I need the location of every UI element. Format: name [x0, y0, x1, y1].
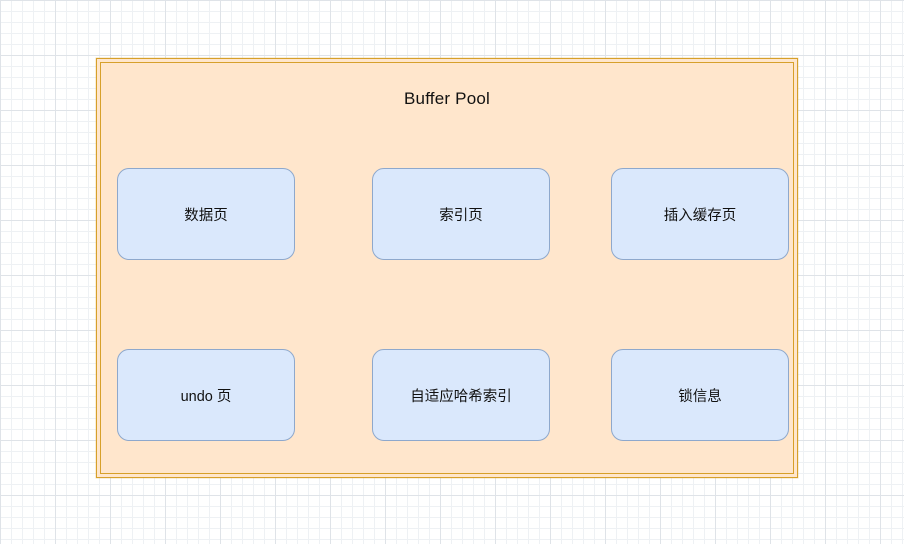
node-data-page[interactable]: 数据页: [117, 168, 295, 260]
node-undo-page-label: undo 页: [180, 388, 232, 405]
node-adaptive-hash-index-label: 自适应哈希索引: [410, 388, 512, 405]
node-index-page[interactable]: 索引页: [372, 168, 550, 260]
buffer-pool-container[interactable]: Buffer Pool 数据页 索引页 插入缓存页 undo 页 自适应哈希索引…: [96, 58, 798, 478]
node-insert-buffer-page[interactable]: 插入缓存页: [611, 168, 789, 260]
buffer-pool-title: Buffer Pool: [404, 89, 490, 108]
node-data-page-label: 数据页: [184, 207, 228, 224]
node-lock-info-label: 锁信息: [678, 388, 722, 405]
node-lock-info[interactable]: 锁信息: [611, 349, 789, 441]
buffer-pool-inner-border: Buffer Pool 数据页 索引页 插入缓存页 undo 页 自适应哈希索引…: [100, 62, 794, 474]
node-index-page-label: 索引页: [439, 207, 483, 224]
node-undo-page[interactable]: undo 页: [117, 349, 295, 441]
node-adaptive-hash-index[interactable]: 自适应哈希索引: [372, 349, 550, 441]
node-insert-buffer-page-label: 插入缓存页: [663, 207, 737, 224]
